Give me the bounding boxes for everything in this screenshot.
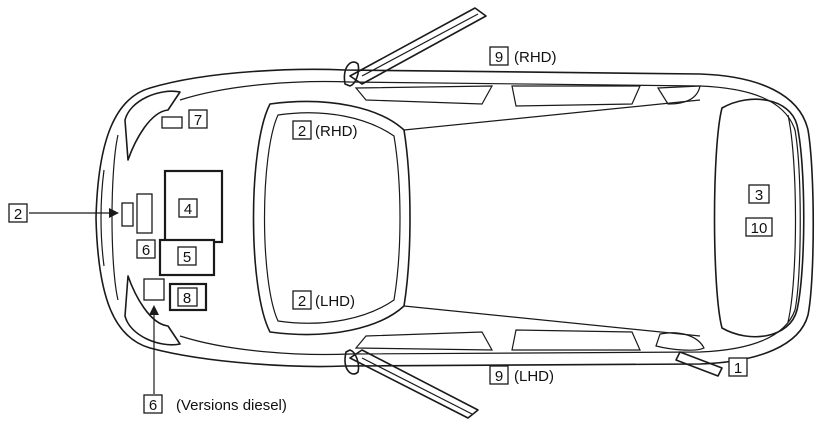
door-rhd-label: (RHD) bbox=[514, 49, 557, 66]
callout-3: 3 bbox=[748, 184, 770, 204]
callout-number: 7 bbox=[194, 112, 202, 129]
callout-7: 7 bbox=[188, 109, 208, 129]
windscreen-lhd-label: (LHD) bbox=[315, 293, 355, 310]
callout-8: 8 bbox=[168, 282, 208, 312]
callout-number: 2 bbox=[14, 206, 22, 223]
callout-number: 10 bbox=[751, 220, 768, 237]
callout-number: 5 bbox=[183, 249, 191, 266]
windscreen-rhd-label: (RHD) bbox=[315, 123, 358, 140]
callout-2-left: 2 bbox=[8, 203, 28, 223]
versions-diesel-label: (Versions diesel) bbox=[176, 397, 287, 414]
door-lhd-label: (LHD) bbox=[514, 368, 554, 385]
callout-1: 1 bbox=[728, 357, 748, 377]
windscreen bbox=[252, 99, 701, 337]
car-front bbox=[100, 90, 181, 346]
callout-4: 4 bbox=[178, 198, 198, 218]
callout-number: 2 bbox=[298, 293, 306, 310]
callout-number: 2 bbox=[298, 123, 306, 140]
callout-number: 6 bbox=[142, 242, 150, 259]
callout-9-lhd: 9 (LHD) bbox=[489, 365, 554, 385]
callout-number: 1 bbox=[734, 360, 742, 377]
callout-number: 4 bbox=[184, 201, 192, 218]
arrows bbox=[29, 208, 159, 394]
component-small-left bbox=[121, 202, 134, 227]
open-door-top bbox=[343, 7, 487, 87]
callout-6-inner: 6 bbox=[136, 239, 156, 259]
callout-number: 8 bbox=[183, 290, 191, 307]
callout-number: 9 bbox=[495, 368, 503, 385]
side-windows-top bbox=[354, 85, 701, 107]
callout-number: 3 bbox=[755, 187, 763, 204]
car-body bbox=[95, 68, 815, 368]
arrow-head-up bbox=[149, 305, 159, 315]
engine-bay-components bbox=[121, 116, 224, 301]
callout-6-bottom: 6 (Versions diesel) bbox=[143, 394, 287, 414]
callout-2-rhd: 2 (RHD) bbox=[292, 120, 358, 140]
component-tall bbox=[136, 193, 153, 234]
arrow-head-right bbox=[109, 208, 119, 218]
side-windows-bottom bbox=[354, 329, 705, 351]
callout-number: 9 bbox=[495, 49, 503, 66]
tow-eye bbox=[675, 351, 723, 377]
callout-number: 6 bbox=[149, 397, 157, 414]
component-six-diesel bbox=[143, 278, 165, 301]
callout-5: 5 bbox=[177, 246, 197, 266]
callout-9-rhd: 9 (RHD) bbox=[489, 46, 557, 66]
component-seven bbox=[161, 116, 183, 129]
open-door-bottom bbox=[344, 349, 479, 419]
callout-10: 10 bbox=[745, 217, 773, 237]
callout-2-lhd: 2 (LHD) bbox=[292, 290, 355, 310]
